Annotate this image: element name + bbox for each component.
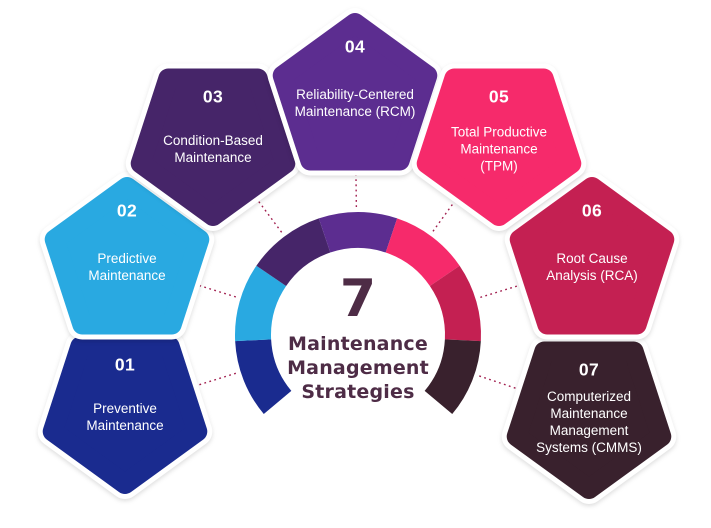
strategy-07-label: Computerized Maintenance Management Syst… [536, 389, 642, 455]
connector-lines [194, 164, 522, 391]
pentagon-04 [272, 13, 438, 171]
strategy-02-label: Predictive Maintenance [88, 251, 166, 283]
pentagon-01 [42, 336, 208, 494]
center-number: 7 [339, 269, 377, 329]
center-text-block: 7 Maintenance Management Strategies [263, 272, 453, 404]
strategy-03-number: 03 [202, 86, 224, 107]
pentagon-05 [416, 68, 582, 226]
strategy-01-number: 01 [114, 354, 136, 375]
strategy-02-number: 02 [116, 200, 138, 221]
strategy-05-label: Total Productive Maintenance (TPM) [450, 124, 548, 174]
ring-segment-01 [235, 339, 292, 415]
strategy-06-number: 06 [581, 200, 603, 221]
ring-segment-05 [385, 218, 460, 286]
center-title: Maintenance Management Strategies [287, 333, 429, 403]
strategy-04-number: 04 [344, 36, 366, 57]
pentagon-06 [509, 177, 675, 335]
ring-segment-07 [424, 339, 481, 415]
connector-dotted-line-07 [479, 375, 521, 391]
center-ring [234, 211, 482, 415]
pentagon-03 [130, 68, 296, 226]
connector-dotted-line-04 [355, 164, 358, 208]
ring-segment-04 [318, 211, 398, 253]
pentagon-07 [506, 341, 672, 499]
connector-dotted-line-06 [480, 284, 522, 299]
connector-dotted-line-01 [194, 372, 237, 387]
strategy-04-label: Reliability-Centered Maintenance (RCM) [294, 87, 416, 119]
pentagon-shapes [37, 8, 680, 504]
connector-dotted-line-02 [194, 283, 237, 298]
ring-segment-03 [256, 218, 331, 286]
strategy-07-number: 07 [578, 359, 600, 380]
connector-dotted-line-05 [432, 196, 459, 232]
strategy-06-label: Root Cause Analysis (RCA) [546, 251, 638, 283]
ring-segment-02 [234, 265, 287, 342]
ring-segment-06 [429, 265, 482, 342]
pentagon-02 [44, 177, 210, 335]
connector-dotted-line-03 [255, 197, 283, 233]
strategy-03-label: Condition-Based Maintenance [163, 133, 263, 165]
strategy-01-label: Preventive Maintenance [86, 401, 164, 433]
strategy-05-number: 05 [488, 86, 510, 107]
